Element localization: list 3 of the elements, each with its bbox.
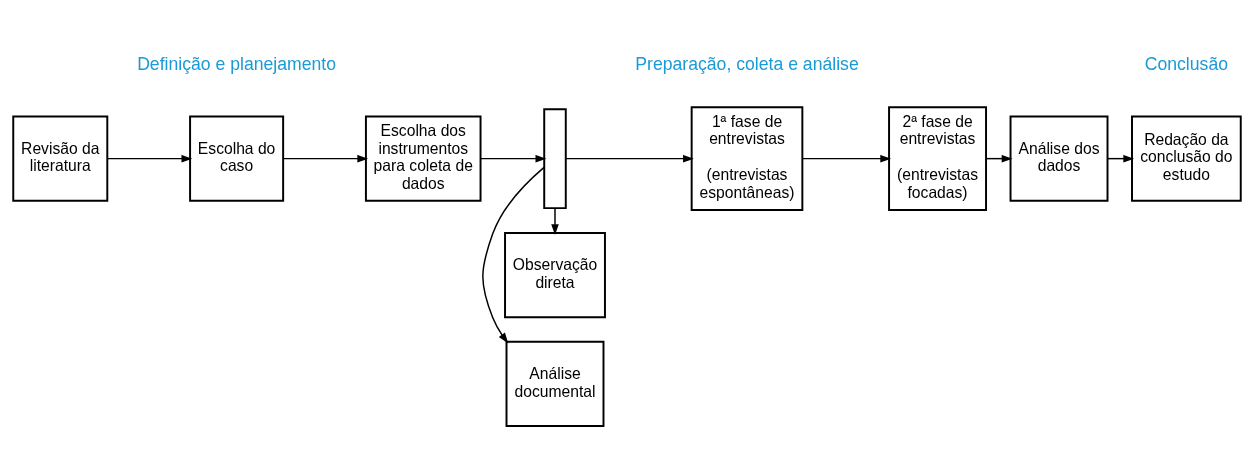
label: Definição e planejamento: [137, 53, 337, 74]
label: Preparação, coleta e análise: [635, 53, 859, 74]
label: Conclusão: [1144, 53, 1229, 74]
